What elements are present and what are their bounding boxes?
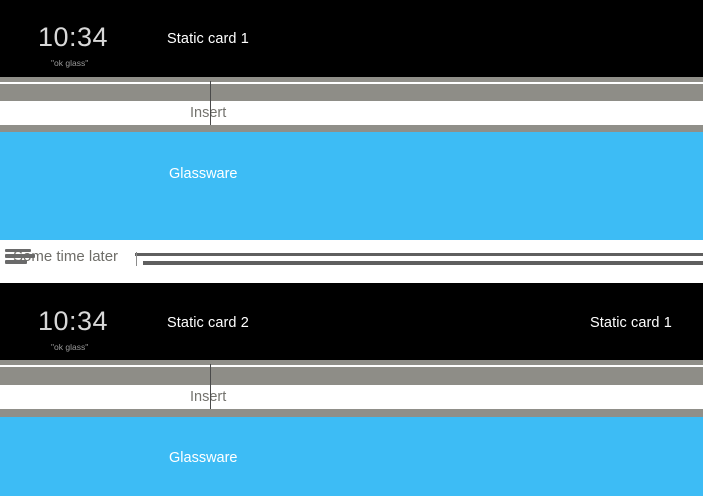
glassware-label-1: Glassware <box>169 166 238 182</box>
clock-time-1: 10:34 <box>38 22 109 52</box>
insert-tick-1 <box>210 81 211 125</box>
ok-glass-hotword-1: "ok glass" <box>51 58 89 68</box>
timeline-row-1-bottom-line <box>0 125 703 132</box>
insert-region-2 <box>0 385 703 409</box>
timeline-row-2-divider-line <box>0 360 703 365</box>
insert-tick-2 <box>210 364 211 409</box>
clock-time-2: 10:34 <box>38 306 109 336</box>
timeline-row-1-gap-1 <box>0 82 703 84</box>
static-card-2-label: Static card 2 <box>167 315 249 331</box>
static-card-1-label: Static card 1 <box>167 31 249 47</box>
timeline-row-1-gray-band <box>0 84 703 101</box>
glassware-label-2: Glassware <box>169 450 238 466</box>
timeline-row-2-black-band <box>0 283 703 360</box>
insert-label-2: Insert <box>190 389 227 405</box>
timeline-row-1-black-band <box>0 0 703 77</box>
timeline-row-2-gap-1 <box>0 365 703 367</box>
time-gap-rule-upper <box>135 253 703 256</box>
insert-region-1 <box>0 101 703 125</box>
time-gap-tick <box>136 252 137 266</box>
time-gap-rule-lower <box>143 261 703 265</box>
glassware-band-2 <box>0 417 703 496</box>
glassware-band-1 <box>0 132 703 240</box>
ok-glass-hotword-2: "ok glass" <box>51 342 89 352</box>
static-card-1-label-row2: Static card 1 <box>590 315 672 331</box>
timeline-row-2-gray-band <box>0 367 703 385</box>
timeline-row-1-divider-line <box>0 77 703 82</box>
insert-label-1: Insert <box>190 105 227 121</box>
timeline-row-2-bottom-line <box>0 409 703 417</box>
time-gap-stack-icon <box>5 249 35 265</box>
time-gap-label: Some time later <box>13 248 119 265</box>
